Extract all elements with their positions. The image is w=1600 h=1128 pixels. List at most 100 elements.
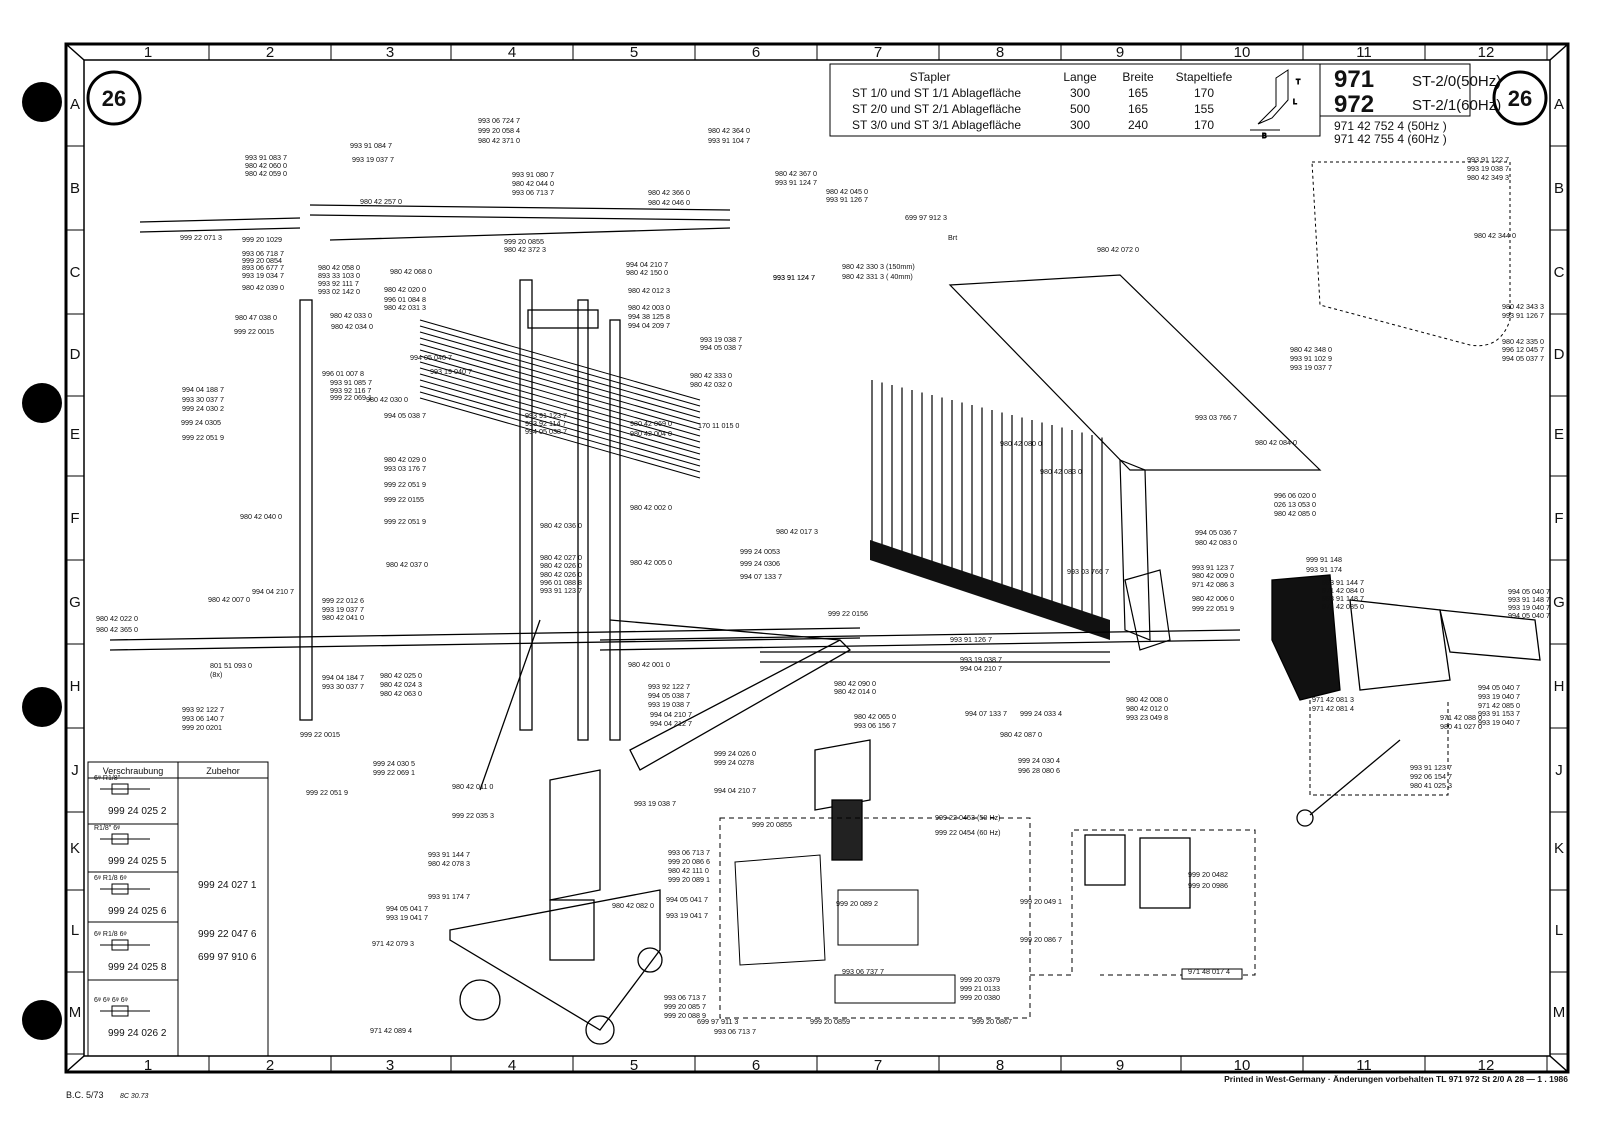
column-label-top: 10: [1234, 44, 1251, 61]
part-number-label: 980 42 029 0: [384, 455, 426, 464]
part-number-label: 993 91 123 7: [525, 411, 567, 420]
part-number-label: 980 42 068 0: [390, 267, 432, 276]
comb-bar: [419, 397, 701, 479]
part-number-label: 993 91 144 7: [1322, 578, 1364, 587]
column-label-bottom: 2: [266, 1057, 274, 1074]
part-number-label: 893 06 677 7: [242, 263, 284, 272]
part-number-label: 980 42 040 0: [240, 512, 282, 521]
column-label-top: 12: [1478, 44, 1495, 61]
part-number-label: 993 91 084 7: [350, 141, 392, 150]
part-number-label: 994 04 209 7: [628, 321, 670, 330]
part-number-label: 993 91 124 7: [775, 178, 817, 187]
title-row-length: 500: [1070, 102, 1090, 116]
part-number-label: 980 42 082 0: [612, 901, 654, 910]
comb-bar: [419, 343, 701, 425]
part-number-label: 980 42 003 0: [628, 303, 670, 312]
part-number-label: 980 42 367 0: [775, 169, 817, 178]
part-number-label: 994 05 040 7: [1478, 683, 1520, 692]
part-number-label: 993 92 122 7: [648, 682, 690, 691]
part-number-label: 993 91 126 7: [1502, 311, 1544, 320]
part-number-label: 999 20 0859: [810, 1017, 850, 1026]
part-number-label: 994 07 133 7: [740, 572, 782, 581]
title-row-length: 300: [1070, 86, 1090, 100]
part-number-label: 993 06 713 7: [664, 993, 706, 1002]
part-number-label: 993 19 038 7: [960, 655, 1002, 664]
part-number-label: 999 20 0986: [1188, 881, 1228, 890]
verschraubung-table: Verschraubung Zubehor 6ᵠ R1/8"999 24 025…: [87, 761, 269, 1057]
part-number-label: 999 24 0306: [740, 559, 780, 568]
part-number-label: 993 19 038 7: [648, 700, 690, 709]
part-number-label: 999 24 033 4: [1020, 709, 1062, 718]
part-number-label: 980 42 033 0: [330, 311, 372, 320]
row-label-left: F: [70, 510, 79, 527]
part-number-label: 980 42 335 0: [1502, 337, 1544, 346]
part-number-label: 980 42 030 0: [366, 395, 408, 404]
part-number-label: 971 42 081 3: [1312, 695, 1354, 704]
part-number-label: 980 42 330 3 (150mm): [842, 262, 915, 271]
part-number-label: 980 42 011 0: [452, 782, 493, 791]
stacker-fingers: [871, 380, 1103, 624]
column-label-top: 1: [144, 44, 152, 61]
part-number-label: 993 06 713 7: [512, 188, 554, 197]
model-desc-2: ST-2/1(60Hz): [1412, 97, 1501, 114]
part-number-label: 999 20 0855: [752, 820, 792, 829]
part-number-label: 999 22 071 3: [180, 233, 222, 242]
part-number-label: 993 92 116 7: [330, 386, 371, 395]
part-number-label: 993 19 038 7: [1467, 164, 1509, 173]
accessory-part-number: 999 24 027 1: [198, 880, 257, 891]
column-label-bottom: 3: [386, 1057, 394, 1074]
part-number-label: 994 05 036 7: [1195, 528, 1237, 537]
column-label-top: 8: [996, 44, 1004, 61]
title-header-length: Lange: [1063, 70, 1097, 84]
part-number-label: 993 19 038 7: [634, 799, 676, 808]
part-number-label: 980 42 083 0: [1040, 467, 1082, 476]
column-label-bottom: 5: [630, 1057, 638, 1074]
fitting-part-number: 999 24 025 6: [108, 906, 167, 917]
row-label-right: K: [1554, 840, 1564, 857]
part-number-label: 980 42 366 0: [648, 188, 690, 197]
title-row-name: ST 1/0 und ST 1/1 Ablagefläche: [852, 86, 1021, 100]
title-row-width: 240: [1128, 118, 1148, 132]
part-number-label: 999 24 0305: [181, 418, 221, 427]
part-number-label: 980 42 372 3: [504, 245, 546, 254]
part-number-label: 993 19 037 7: [322, 605, 364, 614]
part-number-label: 999 22 051 9: [306, 788, 348, 797]
part-number-label: 994 05 040 7: [1508, 587, 1550, 596]
part-number-label: 999 20 0201: [182, 723, 222, 732]
part-number-label: 994 05 038 7: [648, 691, 690, 700]
part-number-label: 980 42 026 0: [540, 570, 582, 579]
row-label-left: B: [70, 180, 80, 197]
part-number-label: 999 21 0133: [960, 984, 1000, 993]
part-number-label: 996 01 084 8: [384, 295, 426, 304]
part-number-label: 993 30 037 7: [322, 682, 364, 691]
part-number-label: 999 20 0854: [242, 256, 282, 265]
part-number-label: 971 42 085 0: [1322, 602, 1364, 611]
column-label-bottom: 12: [1478, 1057, 1495, 1074]
row-label-left: D: [70, 346, 81, 363]
part-number-label: 993 91 153 7: [1478, 709, 1520, 718]
part-number-label: (8x): [210, 670, 222, 679]
column-label-bottom: 6: [752, 1057, 760, 1074]
part-number-label: 996 01 007 8: [322, 369, 364, 378]
part-number-label: 994 05 040 7: [410, 353, 452, 362]
title-row-length: 300: [1070, 118, 1090, 132]
part-number-label: 999 22 0015: [300, 730, 340, 739]
part-number-label: 999 22 0454 (60 Hz): [935, 828, 1001, 837]
column-label-bottom: 4: [508, 1057, 516, 1074]
part-number-label: 993 19 040 7: [1508, 603, 1550, 612]
part-number-label: 699 97 912 3: [905, 213, 947, 222]
row-label-right: H: [1554, 678, 1565, 695]
title-row-depth: 170: [1194, 118, 1214, 132]
stand: [449, 619, 852, 1045]
part-number-label: 993 03 766 7: [1195, 413, 1237, 422]
model-part-1: 971 42 752 4 (50Hz ): [1334, 119, 1447, 133]
part-number-label: 980 42 006 0: [1192, 594, 1234, 603]
part-number-label: 971 42 088 0: [1440, 713, 1482, 722]
part-number-label: 993 19 040 7: [1478, 718, 1520, 727]
column-label-top: 7: [874, 44, 882, 61]
part-number-label: 980 42 012 3: [628, 286, 670, 295]
part-number-label: 993 06 140 7: [182, 714, 224, 723]
part-number-label: 994 04 210 7: [626, 260, 668, 269]
row-label-left: E: [70, 426, 80, 443]
